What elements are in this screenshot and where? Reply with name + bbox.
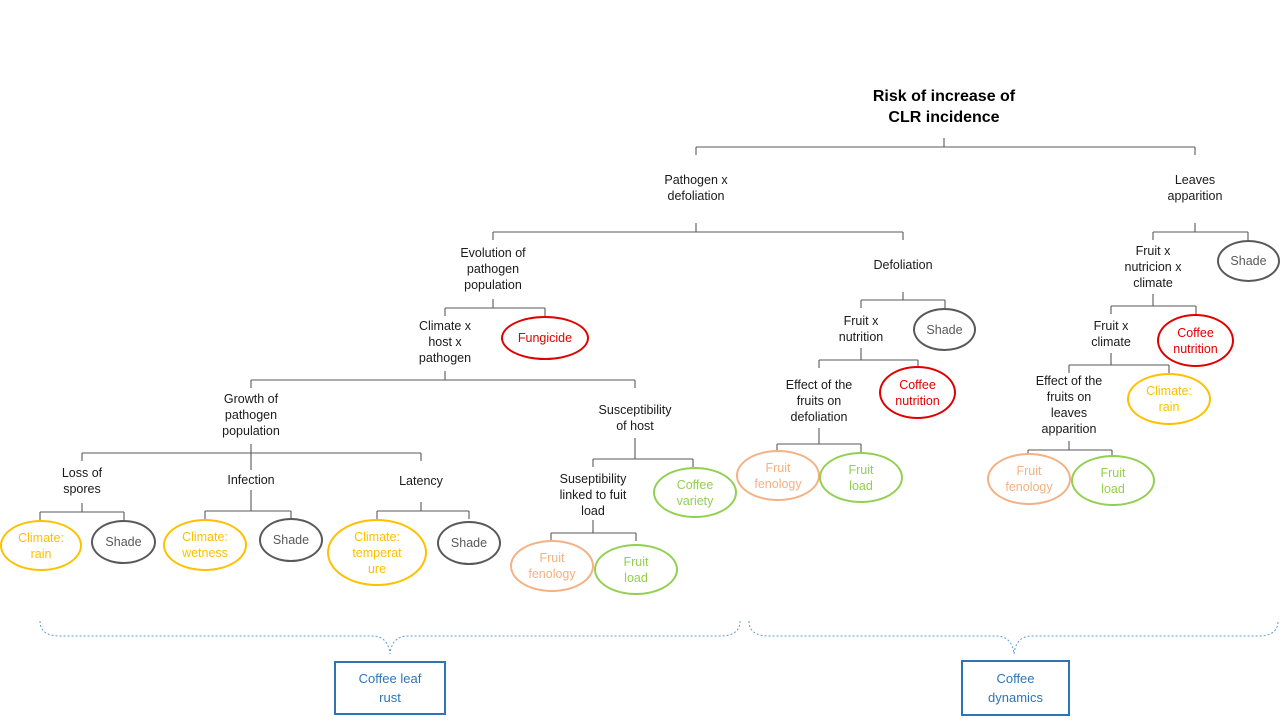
connector-climate-host-pathogen <box>250 371 636 388</box>
oval-fruit-load-susceptibility-label: Fruit load <box>623 554 649 585</box>
title-line-1: Risk of increase of <box>872 88 1016 105</box>
oval-climate-rain-leaves-label: Climate: rain <box>1146 384 1192 414</box>
oval-coffee-nutrition-defoliation: Coffee nutrition <box>879 366 956 419</box>
oval-shade-latency-label: Shade <box>450 536 488 550</box>
connector-infection <box>204 490 292 519</box>
node-susceptibility-host: Susceptibility of host <box>598 403 672 433</box>
oval-fruit-load-defoliation: Fruit load <box>819 452 903 503</box>
oval-fruit-load-susceptibility: Fruit load <box>594 544 678 595</box>
oval-shade-defoliation: Shade <box>913 308 976 351</box>
oval-coffee-nutrition-leaves: Coffee nutrition <box>1157 314 1234 367</box>
node-leaves-apparition: Leaves apparition <box>1167 173 1223 203</box>
brace-coffee-leaf-rust <box>39 620 741 655</box>
node-effect-fruits-defoliation: Effect of the fruits on defoliation <box>785 378 853 424</box>
connector-evolution <box>444 299 546 316</box>
connector-latency <box>376 502 470 519</box>
oval-shade-loss: Shade <box>91 520 156 564</box>
connector-loss-spores <box>39 503 125 520</box>
node-evolution-pathogen: Evolution of pathogen population <box>460 246 526 292</box>
oval-climate-rain-leaves: Climate: rain <box>1127 373 1211 425</box>
oval-climate-temperature: Climate: temperat ure <box>327 519 427 586</box>
connector-effect-defoliation <box>776 428 862 452</box>
node-effect-fruits-leaves: Effect of the fruits on leaves apparitio… <box>1035 374 1103 436</box>
connectors <box>39 138 1249 541</box>
group-coffee-leaf-rust-label: Coffee leaf rust <box>358 671 422 705</box>
oval-fruit-fenology-susceptibility: Fruit fenology <box>510 540 594 592</box>
connector-root <box>695 138 1196 155</box>
group-box-coffee-dynamics: Coffee dynamics <box>961 660 1070 716</box>
oval-shade-infection: Shade <box>259 518 323 562</box>
oval-fungicide: Fungicide <box>501 316 589 360</box>
node-loss-spores: Loss of spores <box>61 466 103 496</box>
node-latency: Latency <box>399 474 443 488</box>
node-growth-pathogen: Growth of pathogen population <box>222 392 280 438</box>
oval-fruit-load-leaves: Fruit load <box>1071 455 1155 506</box>
connector-effect-leaves <box>1027 441 1113 458</box>
group-coffee-dynamics-label: Coffee dynamics <box>988 671 1043 705</box>
oval-climate-wetness: Climate: wetness <box>163 519 247 571</box>
oval-climate-wetness-label: Climate: wetness <box>182 530 228 560</box>
connector-susceptibility-fruit <box>550 520 637 541</box>
oval-coffee-nutrition-defoliation-label: Coffee nutrition <box>895 377 940 408</box>
oval-fungicide-label: Fungicide <box>517 331 573 345</box>
node-fruit-climate: Fruit x climate <box>1091 319 1131 349</box>
brace-coffee-dynamics <box>748 620 1279 655</box>
node-susceptibility-fruit: Suseptibility linked to fuit load <box>559 472 627 518</box>
node-pathogen-defoliation: Pathogen x defoliation <box>664 173 728 203</box>
oval-climate-temperature-label: Climate: temperat ure <box>352 529 402 576</box>
oval-fruit-fenology-leaves: Fruit fenology <box>987 453 1071 505</box>
oval-fruit-fenology-leaves-label: Fruit fenology <box>1005 464 1053 494</box>
oval-shade-leaves-label: Shade <box>1230 254 1267 268</box>
oval-coffee-variety-label: Coffee variety <box>676 477 714 508</box>
node-defoliation: Defoliation <box>873 258 933 272</box>
oval-shade-leaves: Shade <box>1217 240 1280 282</box>
oval-fruit-fenology-defoliation: Fruit fenology <box>736 450 820 501</box>
diagram-title: Risk of increase of CLR incidence <box>873 86 1015 128</box>
title-line-2: CLR incidence <box>888 109 1000 126</box>
node-climate-host-pathogen: Climate x host x pathogen <box>418 319 472 365</box>
node-fruit-nutrition: Fruit x nutrition <box>838 314 884 344</box>
oval-climate-rain-loss-label: Climate: rain <box>18 530 64 561</box>
connector-fruit-climate <box>1068 353 1170 373</box>
oval-climate-rain-loss: Climate: rain <box>0 520 82 571</box>
oval-shade-loss-label: Shade <box>105 535 142 549</box>
oval-coffee-nutrition-leaves-label: Coffee nutrition <box>1173 325 1218 356</box>
node-infection: Infection <box>227 473 275 487</box>
oval-fruit-load-leaves-label: Fruit load <box>1100 465 1126 496</box>
oval-shade-infection-label: Shade <box>272 533 310 547</box>
connector-pathogen-defoliation <box>492 223 904 240</box>
connector-fruit-nutricion-climate <box>1110 294 1197 314</box>
connector-fruit-nutrition <box>818 348 919 368</box>
oval-shade-latency: Shade <box>437 521 501 565</box>
connector-susceptibility-host <box>592 438 694 467</box>
oval-fruit-fenology-susceptibility-label: Fruit fenology <box>528 551 576 581</box>
oval-shade-defoliation-label: Shade <box>926 322 963 337</box>
node-fruit-nutricion-climate: Fruit x nutricion x climate <box>1124 244 1182 290</box>
group-braces <box>39 620 1279 655</box>
oval-coffee-variety: Coffee variety <box>653 467 737 518</box>
group-box-coffee-leaf-rust: Coffee leaf rust <box>334 661 446 715</box>
connector-defoliation <box>860 292 946 308</box>
oval-fruit-load-defoliation-label: Fruit load <box>848 462 874 493</box>
connector-growth <box>81 444 422 470</box>
oval-fruit-fenology-defoliation-label: Fruit fenology <box>754 460 802 491</box>
connector-leaves-apparition <box>1152 223 1249 240</box>
